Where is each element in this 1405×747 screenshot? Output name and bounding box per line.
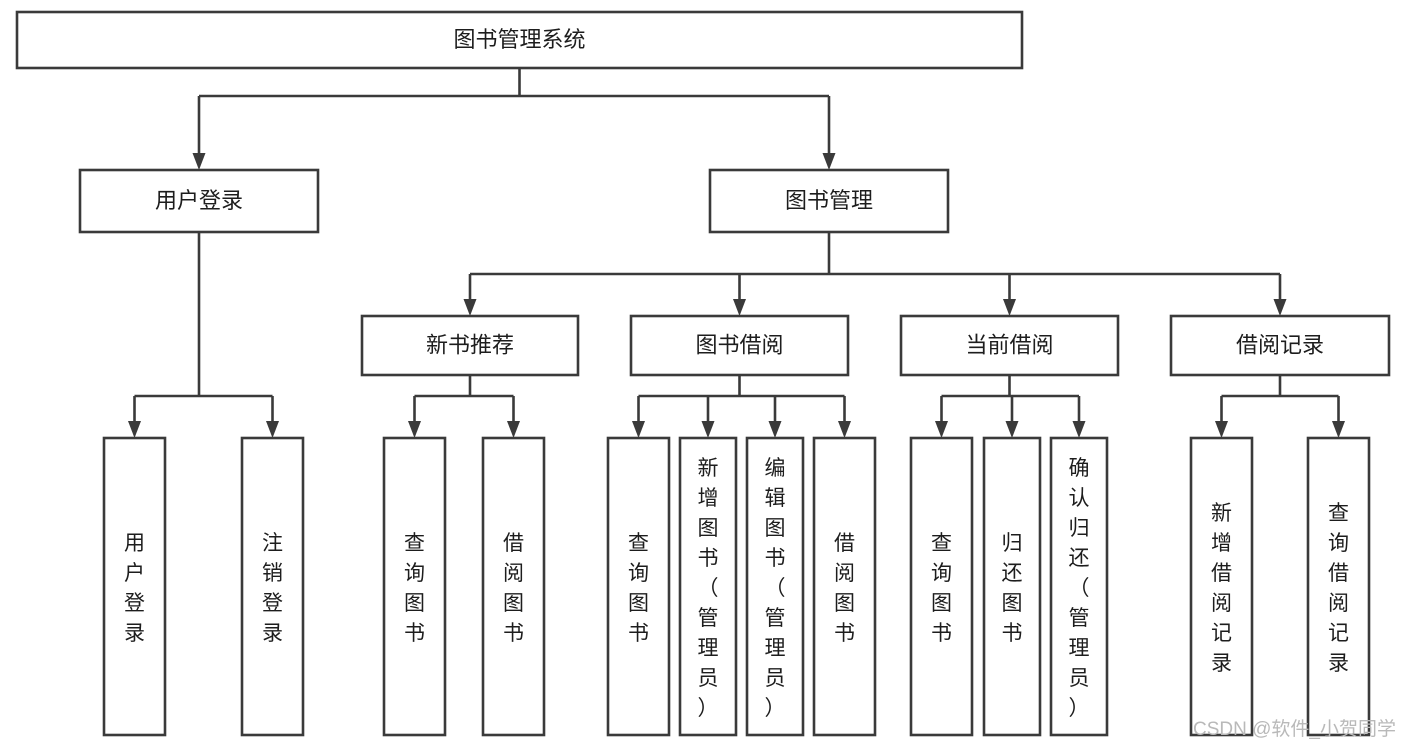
node-label-book-borrow: 图书借阅 — [695, 332, 783, 357]
node-label-leaf-user-logout: 注销登录 — [262, 532, 283, 645]
node-leaf-add-book[interactable]: 新增图书（管理员） — [678, 436, 738, 737]
node-leaf-borrow-book-b[interactable]: 借阅图书 — [812, 436, 877, 737]
connector-arrowhead — [1003, 299, 1016, 316]
connector-arrowhead — [1215, 421, 1228, 438]
node-box-leaf-query-book-a[interactable] — [382, 436, 447, 737]
node-label-user-login: 用户登录 — [155, 188, 243, 213]
node-label-borrow-record: 借阅记录 — [1236, 332, 1324, 357]
connector-arrowhead — [733, 299, 746, 316]
node-box-leaf-borrow-book-b[interactable] — [812, 436, 877, 737]
node-label-leaf-add-record: 新增借阅记录 — [1211, 502, 1232, 675]
connector-arrowhead — [1005, 421, 1019, 438]
node-label-leaf-add-book: 新增图书（管理员） — [698, 457, 719, 720]
node-book-borrow[interactable]: 图书借阅 — [629, 314, 850, 377]
connector-arrowhead — [266, 421, 279, 438]
node-leaf-query-record[interactable]: 查询借阅记录 — [1306, 436, 1371, 737]
node-book-manage[interactable]: 图书管理 — [708, 168, 950, 234]
node-box-leaf-confirm-return[interactable] — [1049, 436, 1109, 737]
node-leaf-borrow-book-a[interactable]: 借阅图书 — [481, 436, 546, 737]
connector-arrowhead — [463, 299, 477, 316]
node-current-borrow[interactable]: 当前借阅 — [899, 314, 1120, 377]
node-leaf-confirm-return[interactable]: 确认归还（管理员） — [1049, 436, 1109, 737]
connector-arrowhead — [838, 421, 851, 438]
node-leaf-query-book-b[interactable]: 查询图书 — [606, 436, 671, 737]
node-box-leaf-add-book[interactable] — [678, 436, 738, 737]
node-label-leaf-return-book: 归还图书 — [1002, 532, 1023, 645]
node-box-user-login[interactable] — [78, 168, 320, 234]
connector-arrowhead — [632, 421, 645, 438]
node-leaf-user-logout[interactable]: 注销登录 — [240, 436, 305, 737]
connector-arrowhead — [935, 421, 948, 438]
node-leaf-return-book[interactable]: 归还图书 — [982, 436, 1042, 737]
node-box-new-book-rec[interactable] — [360, 314, 580, 377]
node-label-leaf-query-record: 查询借阅记录 — [1328, 502, 1349, 675]
node-box-book-manage[interactable] — [708, 168, 950, 234]
node-label-leaf-edit-book: 编辑图书（管理员） — [765, 457, 786, 720]
node-box-leaf-return-book[interactable] — [982, 436, 1042, 737]
node-box-current-borrow[interactable] — [899, 314, 1120, 377]
connector-arrowhead — [507, 421, 520, 438]
node-leaf-query-book-c[interactable]: 查询图书 — [909, 436, 974, 737]
node-label-leaf-query-book-b: 查询图书 — [628, 532, 649, 645]
connector-arrowhead — [768, 421, 782, 438]
connector-arrowhead — [822, 153, 836, 170]
node-box-leaf-edit-book[interactable] — [745, 436, 805, 737]
node-label-leaf-borrow-book-a: 借阅图书 — [503, 532, 524, 645]
node-box-leaf-user-logout[interactable] — [240, 436, 305, 737]
node-box-leaf-query-book-c[interactable] — [909, 436, 974, 737]
node-label-leaf-query-book-a: 查询图书 — [404, 532, 425, 645]
node-label-leaf-user-login: 用户登录 — [124, 532, 145, 645]
connector-arrowhead — [192, 153, 206, 170]
node-leaf-user-login[interactable]: 用户登录 — [102, 436, 167, 737]
node-new-book-rec[interactable]: 新书推荐 — [360, 314, 580, 377]
node-label-leaf-confirm-return: 确认归还（管理员） — [1069, 457, 1090, 720]
node-borrow-record[interactable]: 借阅记录 — [1169, 314, 1391, 377]
node-box-leaf-user-login[interactable] — [102, 436, 167, 737]
node-box-leaf-query-record[interactable] — [1306, 436, 1371, 737]
node-box-leaf-query-book-b[interactable] — [606, 436, 671, 737]
connector-arrowhead — [408, 421, 421, 438]
node-box-leaf-borrow-book-a[interactable] — [481, 436, 546, 737]
node-leaf-add-record[interactable]: 新增借阅记录 — [1189, 436, 1254, 737]
connector-arrowhead — [128, 421, 141, 438]
node-box-root[interactable] — [15, 10, 1024, 70]
node-label-leaf-borrow-book-b: 借阅图书 — [834, 532, 855, 645]
node-label-leaf-query-book-c: 查询图书 — [931, 532, 952, 645]
node-leaf-query-book-a[interactable]: 查询图书 — [382, 436, 447, 737]
node-label-root: 图书管理系统 — [453, 27, 585, 52]
node-label-current-borrow: 当前借阅 — [965, 332, 1053, 357]
watermark-label: CSDN @软件_小贺同学 — [1193, 718, 1396, 740]
node-root[interactable]: 图书管理系统 — [15, 10, 1024, 70]
node-label-book-manage: 图书管理 — [785, 188, 873, 213]
node-leaf-edit-book[interactable]: 编辑图书（管理员） — [745, 436, 805, 737]
node-box-leaf-add-record[interactable] — [1189, 436, 1254, 737]
node-label-new-book-rec: 新书推荐 — [426, 332, 514, 357]
connector-arrowhead — [701, 421, 715, 438]
connector-arrowhead — [1072, 421, 1086, 438]
node-box-borrow-record[interactable] — [1169, 314, 1391, 377]
connector-arrowhead — [1273, 299, 1287, 316]
node-box-book-borrow[interactable] — [629, 314, 850, 377]
node-user-login[interactable]: 用户登录 — [78, 168, 320, 234]
connector-arrowhead — [1332, 421, 1345, 438]
